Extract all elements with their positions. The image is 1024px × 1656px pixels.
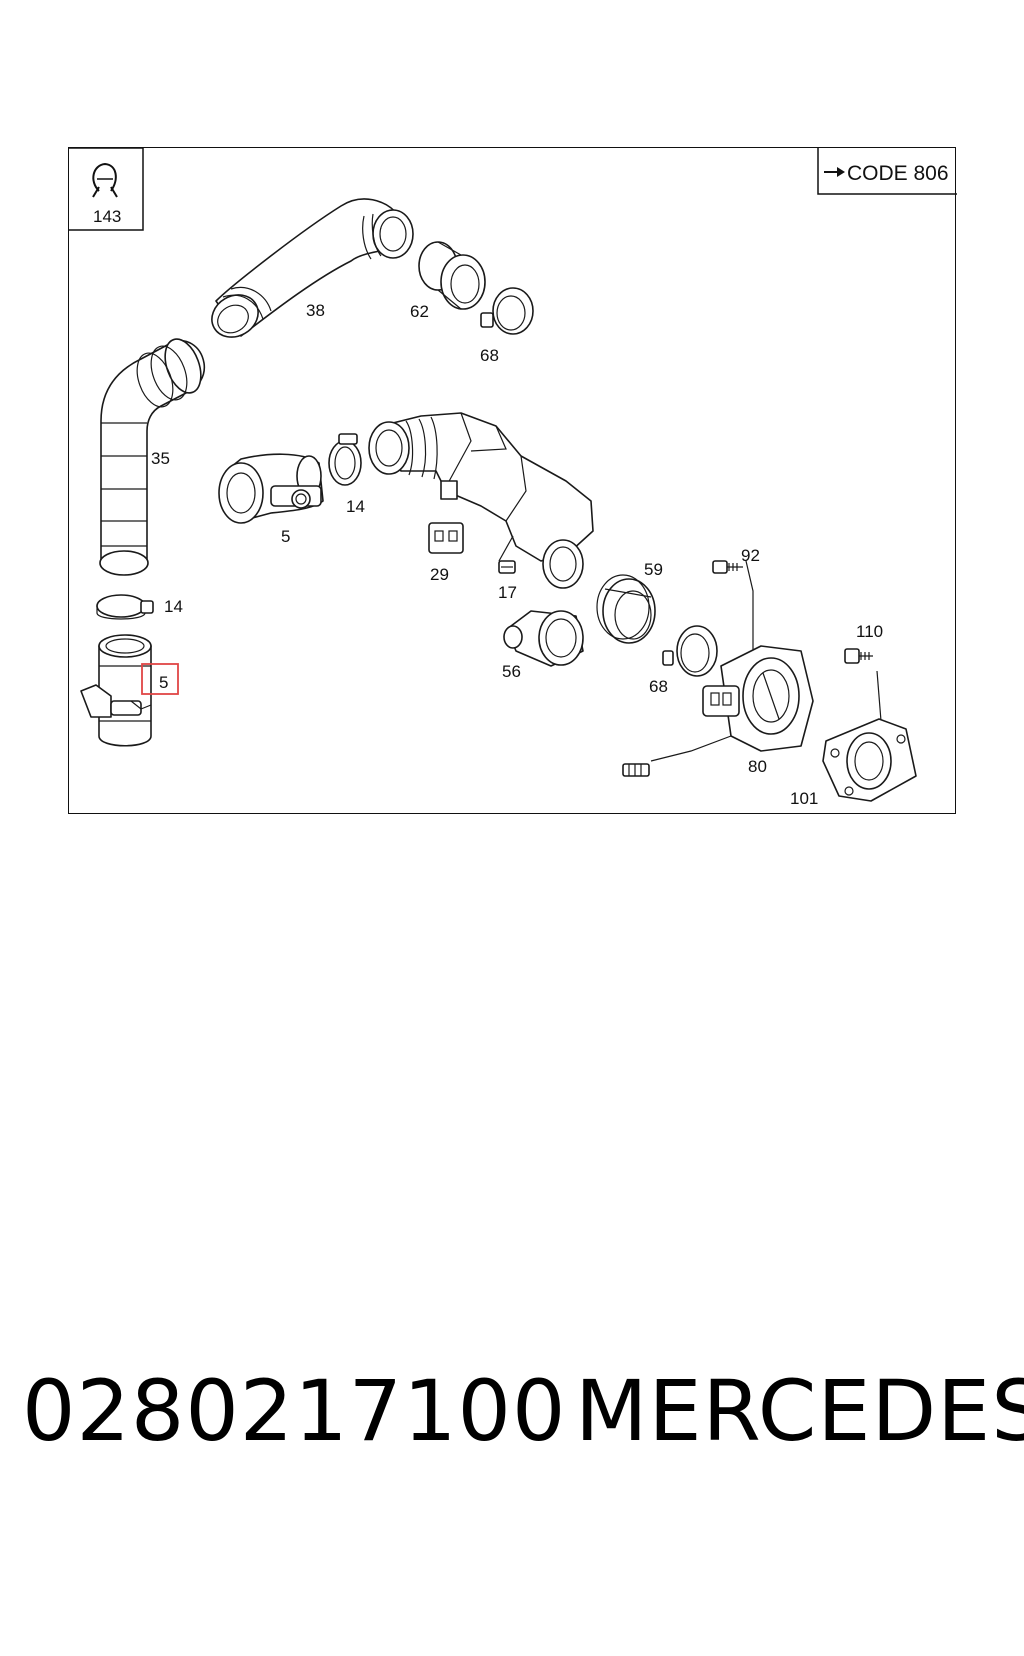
highlight-box: 5 [141, 663, 179, 695]
callout-14-left: 14 [164, 597, 183, 616]
parts-diagram-frame: 143 CODE 806 [68, 147, 957, 814]
callout-56: 56 [502, 662, 521, 681]
callout-5-center: 5 [281, 527, 290, 546]
hose-38 [211, 198, 414, 338]
bellows-59 [596, 574, 656, 644]
code-box: CODE 806 [817, 148, 957, 195]
air-mass-meter-center [218, 453, 324, 524]
nipple-17 [498, 560, 516, 574]
callout-14-center: 14 [346, 497, 365, 516]
callout-29: 29 [430, 565, 449, 584]
callout-17: 17 [498, 583, 517, 602]
clamp-14-center [328, 433, 362, 486]
throttle-body-80 [622, 645, 814, 777]
callout-59: 59 [644, 560, 663, 579]
clip-icon [92, 162, 118, 198]
highlight-label: 5 [159, 673, 168, 692]
clip-reference-label: 143 [93, 207, 121, 226]
footer-caption: 0280217100 MERCEDES [22, 1362, 1024, 1472]
gasket-101 [822, 718, 917, 802]
brand-name: MERCEDES [575, 1362, 1024, 1460]
clip-reference-box: 143 [69, 148, 144, 231]
callout-68-upper: 68 [480, 346, 499, 365]
clamp-68-upper [480, 287, 534, 335]
part-number: 0280217100 [22, 1362, 567, 1460]
clamp-68-lower [662, 625, 718, 677]
air-mass-meter-left [80, 634, 152, 747]
callout-38: 38 [306, 301, 325, 320]
bolt-110 [844, 648, 882, 722]
callout-68-lower: 68 [649, 677, 668, 696]
callout-35: 35 [151, 449, 170, 468]
parts-diagram: 143 CODE 806 [69, 148, 957, 808]
arrow-right-icon [824, 167, 845, 177]
callout-80: 80 [748, 757, 767, 776]
hose-56 [503, 610, 584, 667]
intake-duct [368, 412, 594, 589]
callout-101: 101 [790, 789, 818, 808]
hose-35 [99, 338, 206, 576]
clamp-14-left [96, 594, 154, 620]
screw-92 [712, 560, 754, 651]
callout-62: 62 [410, 302, 429, 321]
connector-29 [428, 522, 464, 554]
code-label: CODE 806 [847, 162, 949, 185]
callout-110: 110 [856, 622, 883, 641]
coupling-62 [418, 241, 486, 310]
callout-92: 92 [741, 546, 760, 565]
